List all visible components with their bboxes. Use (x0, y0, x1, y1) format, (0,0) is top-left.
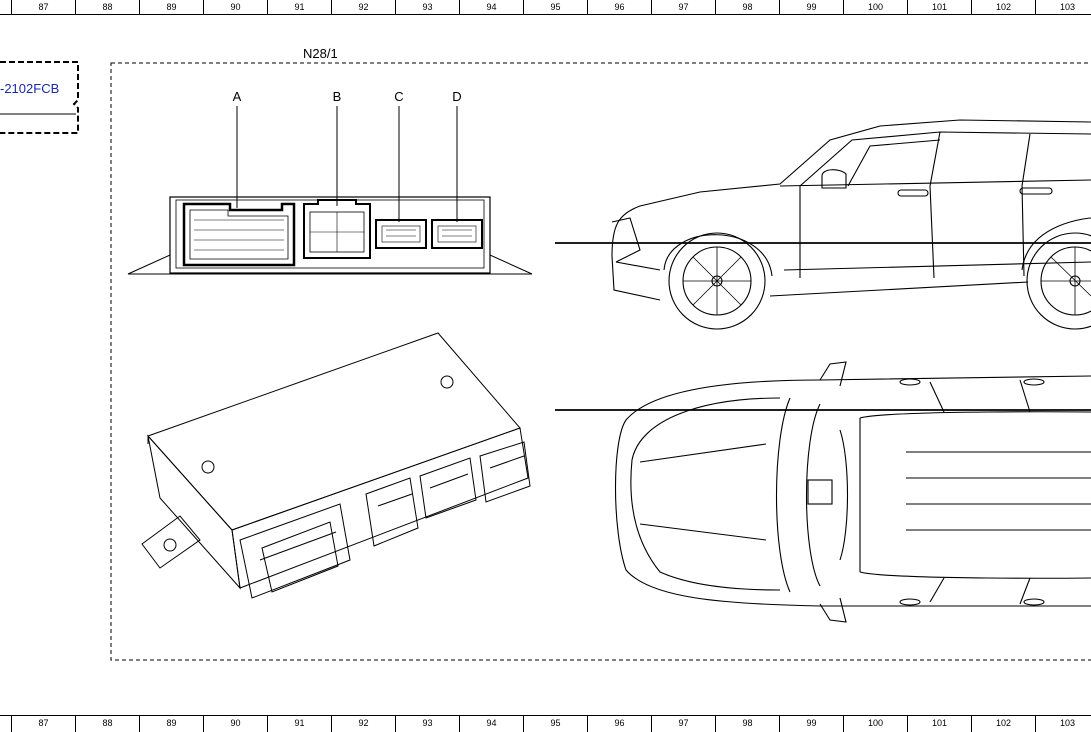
vehicle-top-view (616, 362, 1091, 622)
control-module-isometric-view (142, 333, 530, 598)
reference-box (0, 62, 78, 133)
vehicle-side-view (612, 120, 1091, 329)
component-frame (111, 63, 1091, 660)
control-module-front-view (128, 197, 532, 274)
connector-leaders (237, 106, 457, 222)
